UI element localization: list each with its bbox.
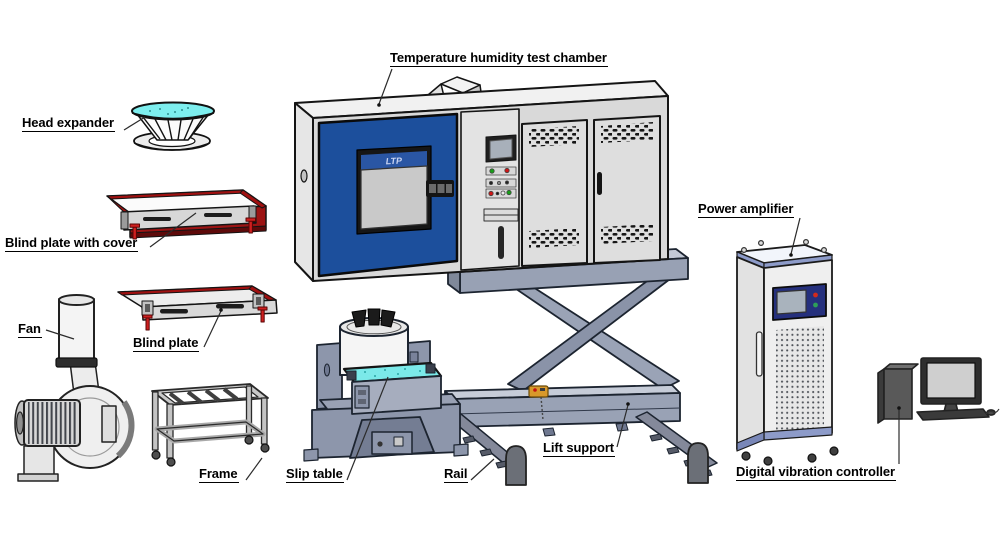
door-handle [597,172,602,195]
door-window: LTP [356,145,432,235]
slip-plate-carriage [351,375,442,415]
label-lift-support: Lift support [543,440,616,458]
expander-top-disc [131,101,215,121]
label-temperature-chamber: Temperature humidity test chamber [390,50,608,68]
window-logo-text: LTP [385,156,403,167]
base-attachment [371,431,413,455]
column-slot [498,226,504,259]
label-slip-table: Slip table [286,466,344,484]
controller-side [877,368,885,424]
side-handle [300,169,308,183]
label-fan: Fan [18,321,42,339]
blind-plate-with-cover [106,189,267,240]
chamber-left-face [294,102,314,282]
door-vents [529,122,653,248]
label-head-expander: Head expander [22,115,115,133]
pendant-control [528,385,549,421]
blind-plate [117,285,278,331]
column-drawer [483,208,519,222]
rail-post-right [687,442,709,484]
mounting-wedges [351,308,396,328]
amp-control-panel [772,283,827,321]
power-amplifier [736,239,839,466]
indicator-rows [485,166,517,199]
fan-foot [23,445,55,477]
rail-post-left [505,445,527,486]
amp-door-handle [755,331,763,377]
frame [151,383,270,467]
fan [14,294,135,482]
label-power-amplifier: Power amplifier [698,201,795,219]
label-blind-plate-with-cover: Blind plate with cover [5,235,139,253]
fan-inlet-cylinder [55,294,98,368]
cover-bolts [129,217,256,240]
label-rail: Rail [444,466,469,484]
digital-vibration-controller [877,357,1000,424]
label-blind-plate: Blind plate [133,335,200,353]
frame-casters [151,435,270,467]
amp-lifting-lugs [740,239,827,254]
control-screen [485,134,517,163]
amp-casters [741,446,839,466]
fan-motor [16,399,81,447]
plate-bolts [142,306,268,331]
pc-keyboard [916,408,990,421]
label-digital-vibration-controller: Digital vibration controller [736,464,896,482]
label-frame: Frame [199,466,239,484]
fan-outlet [101,405,117,443]
leader-lines [45,68,901,481]
slip-table-assembly [303,308,469,462]
door-switch-block [426,180,454,197]
head-expander [131,101,215,151]
pc-monitor [920,357,982,416]
controller-front [883,368,913,420]
temperature-humidity-test-chamber: LTP [294,76,669,282]
